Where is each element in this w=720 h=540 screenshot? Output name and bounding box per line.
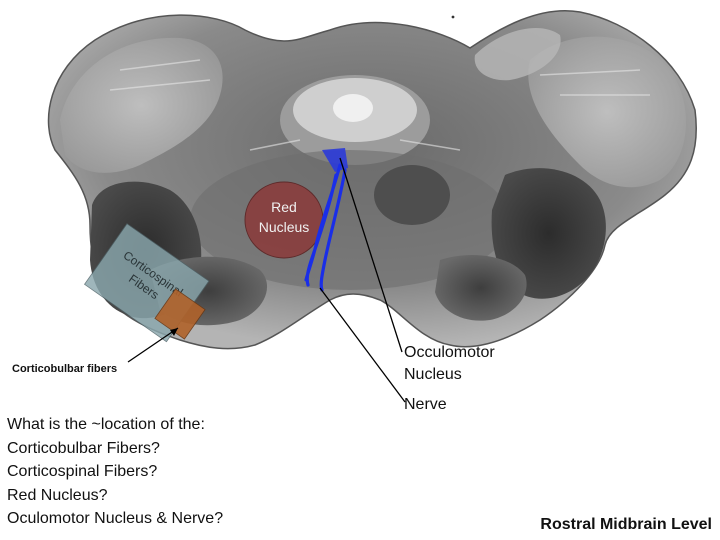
aqueduct-lumen — [333, 94, 373, 122]
question-item: Red Nucleus? — [7, 486, 108, 504]
right-wing-upper — [474, 27, 561, 81]
oculomotor-nucleus-highlight[interactable] — [322, 148, 348, 172]
right-cerebral-peduncle — [491, 168, 606, 299]
right-red-nucleus-tissue — [374, 165, 450, 225]
corticobulbar-leader-line — [127, 327, 179, 363]
speck — [451, 15, 455, 19]
corticobulbar-fibers-region[interactable] — [154, 288, 206, 340]
question-item: Corticospinal Fibers? — [7, 463, 158, 480]
fiber-streaks — [109, 59, 650, 151]
question-item: Oculomotor Nucleus & Nerve? — [7, 510, 224, 527]
red-nucleus-label-line1: Red — [271, 199, 297, 215]
nerve-label: Nerve — [404, 396, 447, 413]
left-wing — [60, 37, 223, 173]
corticobulbar-label: Corticobulbar fibers — [12, 363, 118, 375]
occulomotor-leader-line — [339, 157, 403, 353]
question-intro: What is the ~location of the: — [7, 416, 205, 433]
right-substantia-nigra — [435, 255, 527, 321]
slide-title: Rostral Midbrain Level — [540, 516, 712, 533]
oculomotor-nerve-fibers[interactable] — [304, 163, 347, 292]
question-block: What is the ~location of the: Corticobul… — [7, 413, 223, 531]
occulomotor-nucleus-label: Occulomotor Nucleus — [404, 344, 495, 383]
corticobulbar-arrowhead — [170, 328, 178, 336]
red-nucleus-label-line2: Nucleus — [259, 219, 310, 235]
nerve-leader-line — [319, 287, 406, 403]
question-item: Corticobulbar Fibers? — [7, 439, 160, 457]
